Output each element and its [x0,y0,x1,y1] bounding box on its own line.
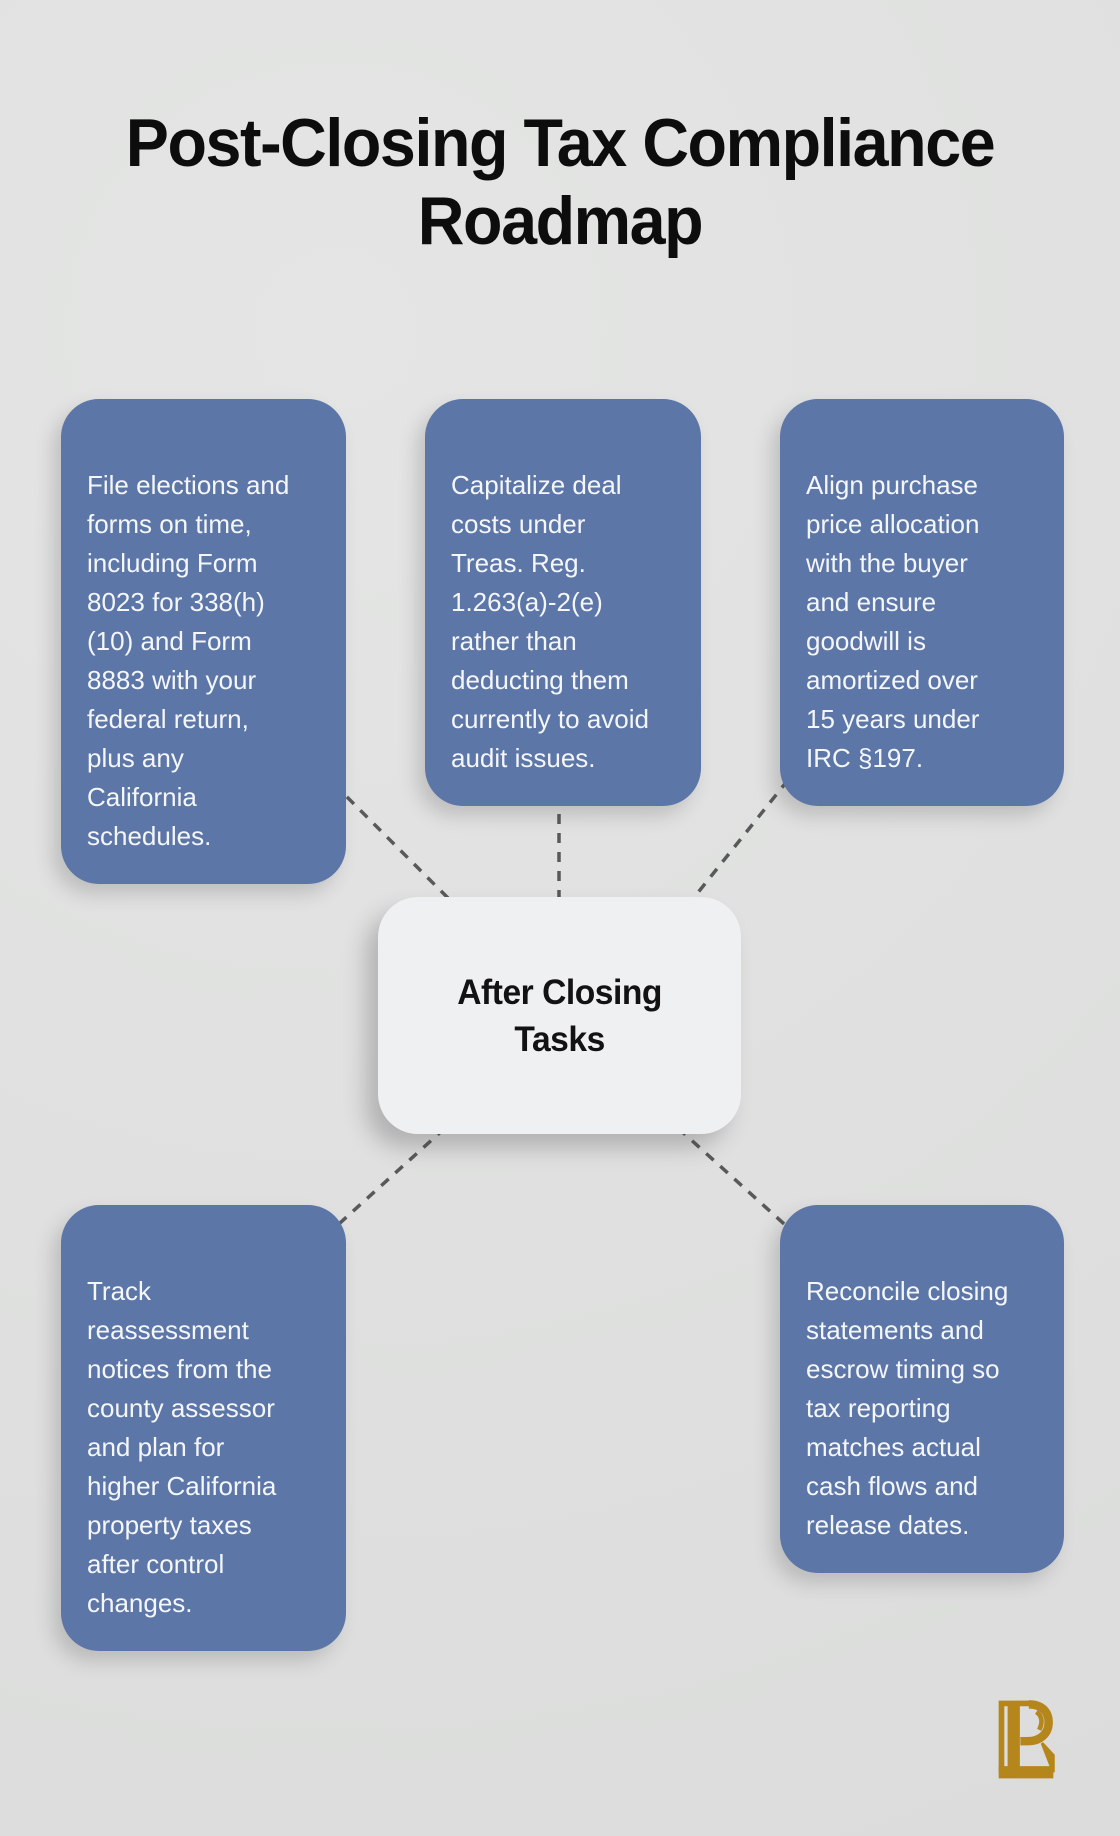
center-node: After Closing Tasks [378,897,741,1134]
task-box-top-right: Align purchase price allocation with the… [780,399,1064,806]
logo-wedge [1040,1742,1055,1773]
logo-crescent [1034,1709,1044,1731]
center-node-label: After Closing Tasks [457,972,662,1059]
task-box-top-middle: Capitalize deal costs under Treas. Reg. … [425,399,701,806]
task-box-bottom-left-text: Track reassessment notices from the coun… [87,1276,277,1618]
lp-monogram-icon [998,1700,1055,1779]
task-box-top-middle-text: Capitalize deal costs under Treas. Reg. … [451,470,649,773]
connector-line-bottom-right [676,1126,795,1234]
task-box-bottom-left: Track reassessment notices from the coun… [61,1205,346,1651]
task-box-bottom-right: Reconcile closing statements and escrow … [780,1205,1064,1573]
task-box-top-left-text: File elections and forms on time, includ… [87,470,290,851]
logo-bowl [1020,1700,1053,1746]
connector-line-top-right [686,763,802,907]
task-box-top-right-text: Align purchase price allocation with the… [806,470,980,773]
connector-line-top-left [318,768,457,907]
task-box-top-left: File elections and forms on time, includ… [61,399,346,884]
page-title: Post-Closing Tax Compliance Roadmap [125,105,996,259]
connector-line-bottom-left [328,1126,447,1234]
task-box-bottom-right-text: Reconcile closing statements and escrow … [806,1276,1009,1540]
